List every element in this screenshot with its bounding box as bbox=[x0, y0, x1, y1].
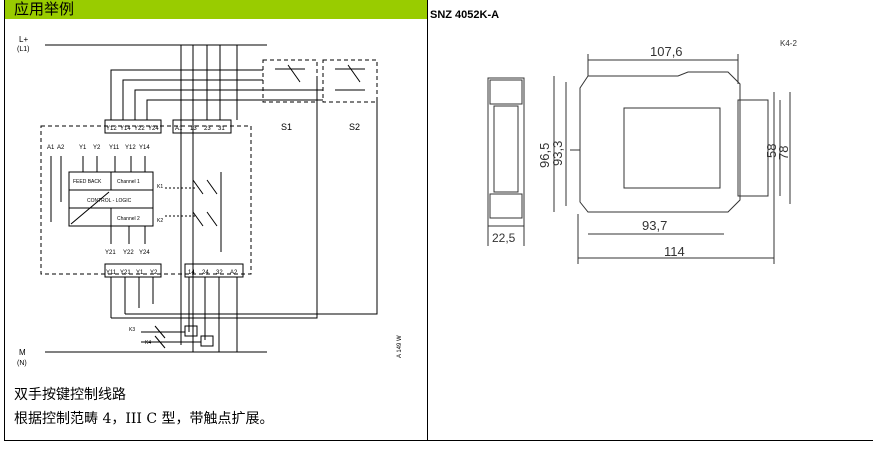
relay-k2-label: K2 bbox=[157, 218, 163, 224]
dimension-drawing: 107,6 K4-2 96,5 93,3 58 78 22,5 93,7 114 bbox=[487, 39, 797, 264]
dimension-panel: SNZ 4052K-A bbox=[427, 0, 873, 441]
top-terminal: A1 bbox=[175, 126, 183, 132]
bottom-terminal: Y11 bbox=[106, 270, 117, 276]
supply-minus-label: M bbox=[19, 348, 26, 357]
inner-label: Y11 bbox=[109, 145, 120, 151]
dim-body-width: 93,7 bbox=[642, 218, 667, 233]
product-title: SNZ 4052K-A bbox=[430, 9, 500, 21]
top-terminal: Y24 bbox=[148, 126, 159, 132]
inner-label: Y22 bbox=[123, 250, 134, 256]
dim-rail-inner: 58 bbox=[764, 144, 779, 158]
caption-title: 双手按键控制线路 bbox=[14, 387, 126, 403]
bottom-terminal: 14 bbox=[188, 270, 195, 276]
logic-block-label: CONTROL - LOGIC bbox=[87, 198, 132, 204]
inner-label: Y2 bbox=[93, 145, 101, 151]
bottom-terminal: Y1 bbox=[136, 270, 144, 276]
top-terminal: Y14 bbox=[120, 126, 131, 132]
drawing-code: A 149 W bbox=[397, 335, 403, 358]
channel2-block-label: Channel 2 bbox=[117, 216, 140, 222]
bottom-terminal: Y2 bbox=[150, 270, 158, 276]
inner-label: Y1 bbox=[79, 145, 87, 151]
supply-plus-sublabel: (L1) bbox=[17, 46, 29, 53]
top-terminal: Y22 bbox=[134, 126, 145, 132]
contact-k3-label: K3 bbox=[129, 327, 135, 333]
inner-label: Y21 bbox=[105, 250, 116, 256]
inner-label: A2 bbox=[57, 145, 65, 151]
relay-k1-label: K1 bbox=[157, 184, 163, 190]
wiring-schematic: L+ (L1) M (N) S1 S2 Y12 Y14 Y22 Y24 A1 1… bbox=[17, 35, 403, 367]
top-terminal: 13 bbox=[190, 126, 197, 132]
bottom-terminal: 32 bbox=[216, 270, 223, 276]
channel1-block-label: Channel 1 bbox=[117, 179, 140, 185]
section-header: 应用举例 bbox=[5, 0, 428, 19]
dim-height-outer: 96,5 bbox=[537, 143, 552, 168]
bottom-terminal: Y21 bbox=[120, 270, 131, 276]
dim-rail-outer: 78 bbox=[776, 146, 791, 160]
caption-description: 根据控制范畴 4，III C 型，带触点扩展。 bbox=[14, 411, 274, 427]
dim-width-top: 107,6 bbox=[650, 44, 683, 59]
dim-total-width: 114 bbox=[664, 244, 685, 259]
inner-label: Y24 bbox=[139, 250, 150, 256]
bottom-terminal: A2 bbox=[230, 270, 238, 276]
section-title: 应用举例 bbox=[14, 0, 75, 18]
supply-plus-label: L+ bbox=[19, 35, 28, 44]
top-terminal: 23 bbox=[204, 126, 211, 132]
inner-label: Y12 bbox=[125, 145, 136, 151]
top-terminal: 31 bbox=[218, 126, 225, 132]
application-example-panel: 应用举例 bbox=[4, 0, 428, 441]
contact-k4-label: K4 bbox=[145, 340, 151, 346]
inner-label: Y14 bbox=[139, 145, 150, 151]
dim-height-inner: 93,3 bbox=[550, 141, 565, 166]
top-terminal: Y12 bbox=[106, 126, 117, 132]
bottom-terminal: 24 bbox=[202, 270, 209, 276]
inner-label: A1 bbox=[47, 145, 55, 151]
switch-s1-label: S1 bbox=[281, 122, 292, 132]
supply-minus-sublabel: (N) bbox=[17, 360, 27, 367]
switch-s2-label: S2 bbox=[349, 122, 360, 132]
feedback-block-label: FEED BACK bbox=[73, 179, 102, 185]
drawing-code-k42: K4-2 bbox=[780, 39, 797, 48]
dim-front-width: 22,5 bbox=[492, 231, 516, 245]
